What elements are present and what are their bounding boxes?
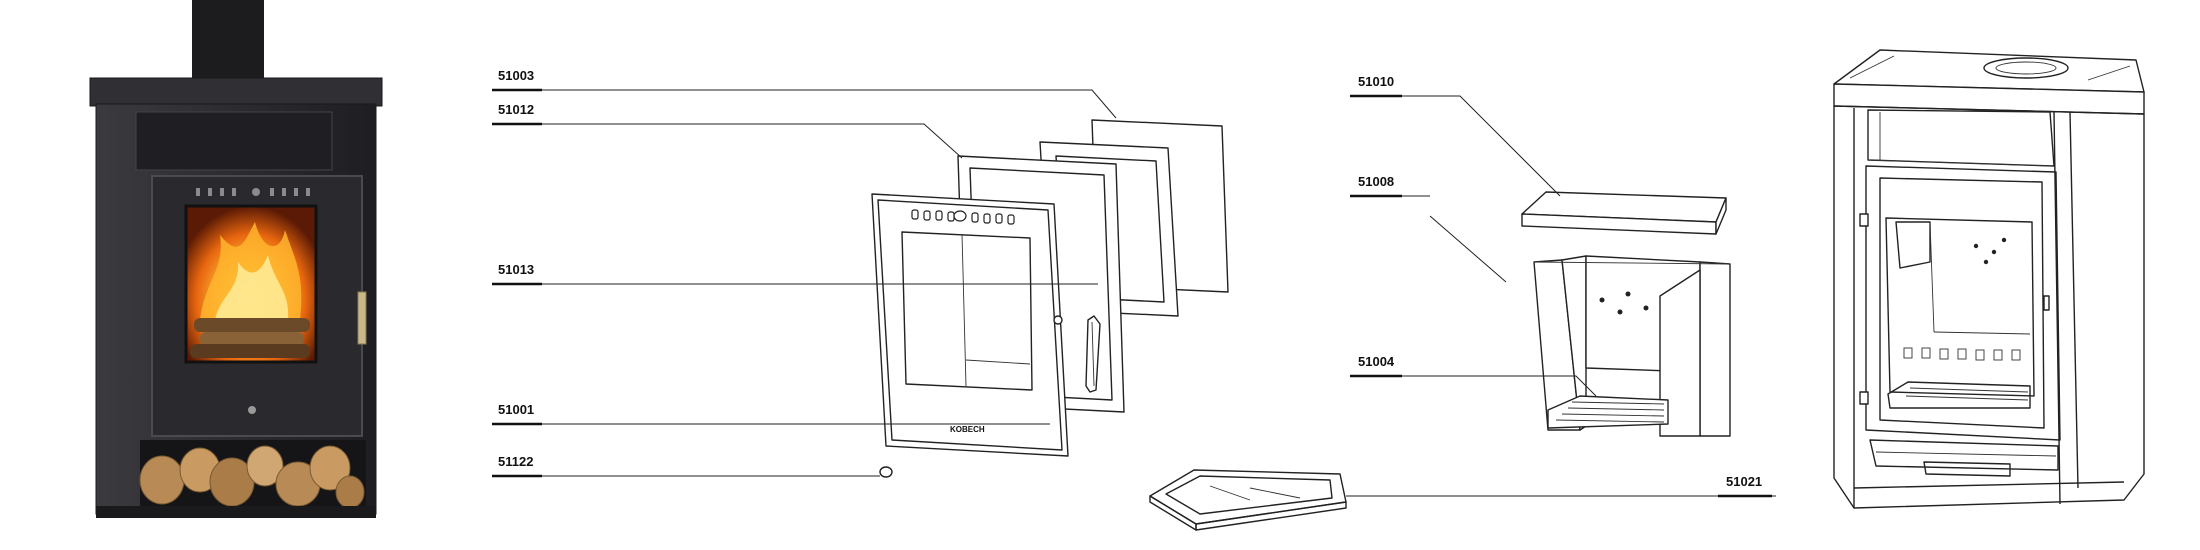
stove-door-51001: KOBECH	[871, 193, 1069, 457]
liner-holes	[1599, 291, 1649, 315]
flames	[200, 222, 302, 320]
baffle-plate-51010	[1521, 191, 1727, 235]
label-51008: 51008	[1358, 174, 1394, 189]
label-51001: 51001	[498, 402, 534, 417]
door-assembly-exploded: KOBECH	[871, 119, 1229, 478]
door-vents	[196, 188, 310, 196]
label-51010: 51010	[1358, 74, 1394, 89]
label-51004: 51004	[1358, 354, 1395, 369]
leader-51003	[492, 89, 1117, 119]
firebox-assembly-exploded	[1149, 191, 1731, 531]
label-51021: 51021	[1726, 474, 1762, 489]
right-stove-holes	[1973, 237, 2007, 265]
stored-logs	[139, 445, 365, 509]
leader-51012	[492, 123, 963, 159]
part-labels: 51003 51012 51013 51001 51122 51010 5100…	[492, 68, 1772, 498]
ash-tray-51021	[1149, 469, 1347, 531]
stove-line-drawing	[1833, 49, 2145, 509]
leader-51004	[1350, 375, 1597, 397]
stove-top	[89, 77, 383, 107]
door-vent-holes	[911, 209, 1015, 225]
label-51013: 51013	[498, 262, 534, 277]
stove-photo	[89, 0, 383, 518]
chimney-pipe	[192, 0, 264, 80]
label-51003: 51003	[498, 68, 534, 83]
air-control-knob	[248, 406, 256, 414]
label-51012: 51012	[498, 102, 534, 117]
knob-51122	[879, 466, 893, 478]
door-handle	[357, 291, 367, 345]
right-stove-grate-bars	[1903, 347, 2021, 361]
firebox-liner-51008	[1533, 255, 1731, 437]
stove-base	[96, 506, 376, 518]
door-handle-part	[1085, 315, 1101, 393]
door-brand-text: KOBECH	[950, 425, 985, 434]
label-51122: 51122	[498, 454, 533, 469]
leader-lines	[492, 89, 1776, 497]
logs-in-fire	[190, 318, 310, 358]
leader-51008b	[1429, 215, 1507, 283]
grate-51004	[1547, 395, 1669, 429]
upper-compartment	[135, 111, 333, 171]
